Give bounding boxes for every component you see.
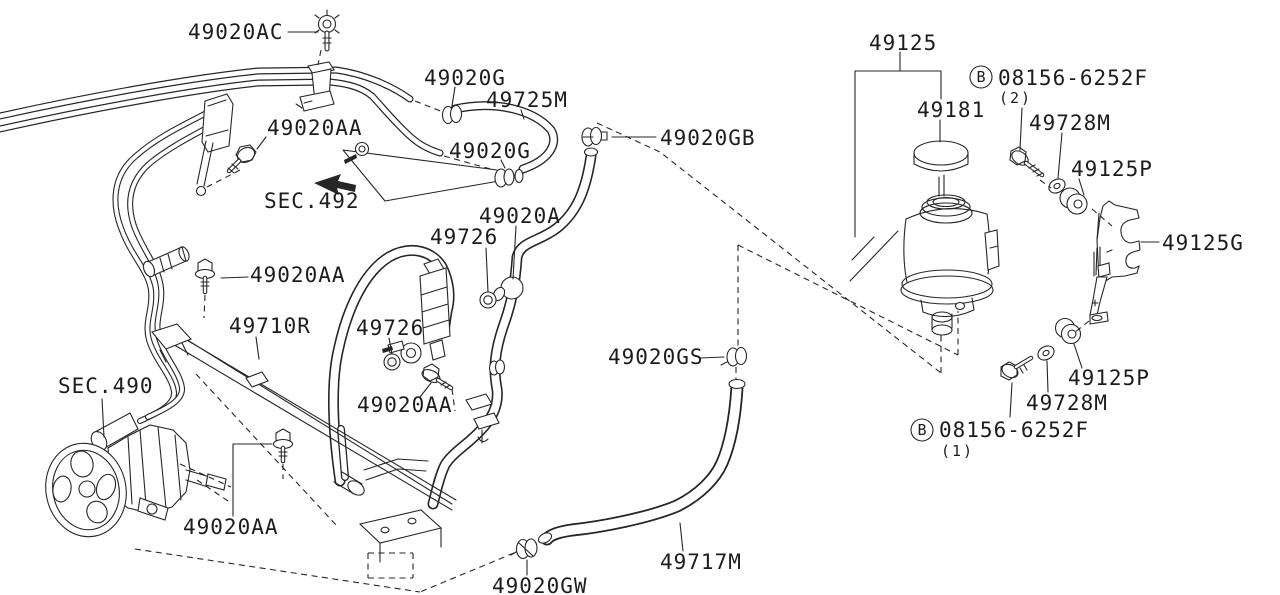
circled-b-icon bbox=[910, 418, 934, 442]
label-49020g-top: 49020G bbox=[424, 66, 506, 90]
label-49726-1: 49726 bbox=[430, 225, 498, 249]
label-49728m-top: 49728M bbox=[1029, 111, 1111, 135]
bolt-callout-bottom: B 08156-6252F (1) bbox=[910, 418, 1089, 460]
o-ring-49726-lower bbox=[383, 353, 401, 371]
bolt-49020aa-4 bbox=[272, 428, 294, 464]
label-49020gs: 49020GS bbox=[608, 345, 704, 369]
bolt-49020ac bbox=[314, 9, 340, 52]
washer-49728m-bottom bbox=[1037, 345, 1055, 361]
circled-b-letter-top: B bbox=[976, 68, 985, 86]
label-49725m: 49725M bbox=[486, 88, 568, 112]
bolt-49020aa-2 bbox=[194, 258, 216, 295]
label-49717m: 49717M bbox=[660, 550, 742, 574]
label-sec492: SEC.492 bbox=[264, 189, 360, 213]
banjo-eyelet-fitting bbox=[382, 340, 422, 364]
label-49020aa-3: 49020AA bbox=[357, 393, 453, 417]
label-49020g-mid: 49020G bbox=[449, 139, 531, 163]
label-49020gw: 49020GW bbox=[492, 574, 588, 595]
label-bolt-spec-top: 08156-6252F bbox=[998, 66, 1148, 90]
label-49020a: 49020A bbox=[479, 204, 561, 228]
sec492-gear-wedge bbox=[342, 141, 500, 202]
leader-lines bbox=[101, 31, 1160, 576]
rack-tube-49710r bbox=[151, 323, 457, 511]
bolt-49020aa-3 bbox=[421, 363, 454, 391]
reservoir-cap-49181 bbox=[913, 140, 969, 197]
label-bolt-qty-bottom: (1) bbox=[941, 442, 974, 460]
label-49125g: 49125G bbox=[1162, 231, 1244, 255]
label-49020gb: 49020GB bbox=[660, 126, 756, 150]
part-labels: 49020AC 49020G 49725M 49020AA SEC.492 49… bbox=[58, 20, 1244, 595]
circled-b-icon bbox=[969, 65, 993, 89]
washer-49728m-top bbox=[1048, 178, 1066, 194]
label-49125p-top: 49125P bbox=[1071, 157, 1153, 181]
label-bolt-spec-bottom: 08156-6252F bbox=[939, 418, 1089, 442]
control-valve bbox=[419, 258, 451, 361]
label-49728m-bottom: 49728M bbox=[1026, 391, 1108, 415]
hose-clamp-49020gs bbox=[720, 346, 748, 367]
hose-clamp-49020gw bbox=[510, 538, 538, 560]
dashed-alignment-lines bbox=[134, 49, 1113, 593]
label-49726-2: 49726 bbox=[356, 316, 424, 340]
label-49020aa-1: 49020AA bbox=[267, 116, 363, 140]
grommet-49125p-bottom bbox=[1054, 317, 1082, 345]
rear-tube-bracket bbox=[195, 93, 234, 197]
label-49181: 49181 bbox=[917, 98, 985, 122]
o-ring-49726-upper bbox=[479, 291, 497, 309]
tube-apex-bracket bbox=[295, 61, 335, 112]
label-49125p-bottom: 49125P bbox=[1068, 366, 1150, 390]
label-bolt-qty-top: (2) bbox=[999, 89, 1032, 107]
connector-49020a bbox=[492, 276, 524, 302]
tube-union-fitting bbox=[142, 246, 190, 278]
sec492-arrow bbox=[314, 174, 356, 195]
grommet-49125p-top bbox=[1059, 187, 1088, 215]
label-49125: 49125 bbox=[869, 31, 937, 55]
label-sec490: SEC.490 bbox=[58, 374, 154, 398]
hose-clamp-49020g-mid bbox=[494, 168, 524, 188]
label-49020aa-4: 49020AA bbox=[183, 515, 279, 539]
bolt-49020aa-1 bbox=[226, 144, 257, 174]
circled-b-letter-bottom: B bbox=[917, 421, 926, 439]
hose-clamp-49020gb bbox=[581, 126, 608, 147]
label-49020aa-2: 49020AA bbox=[250, 263, 346, 287]
label-49020ac: 49020AC bbox=[188, 20, 284, 44]
return-hose-49717m bbox=[537, 147, 746, 545]
lower-mount-brackets bbox=[333, 393, 500, 563]
bolt-08156-top bbox=[1009, 146, 1045, 178]
bolt-08156-bottom bbox=[1000, 355, 1034, 381]
reservoir-bracket-49125g bbox=[1089, 200, 1141, 325]
bolt-callout-top: B 08156-6252F (2) bbox=[969, 65, 1148, 107]
hose-clamp-49020g-top bbox=[441, 104, 463, 125]
label-49710r: 49710R bbox=[229, 314, 311, 338]
reservoir-tank-49125 bbox=[849, 194, 1000, 336]
hose-clamp-mid-return bbox=[488, 359, 506, 376]
